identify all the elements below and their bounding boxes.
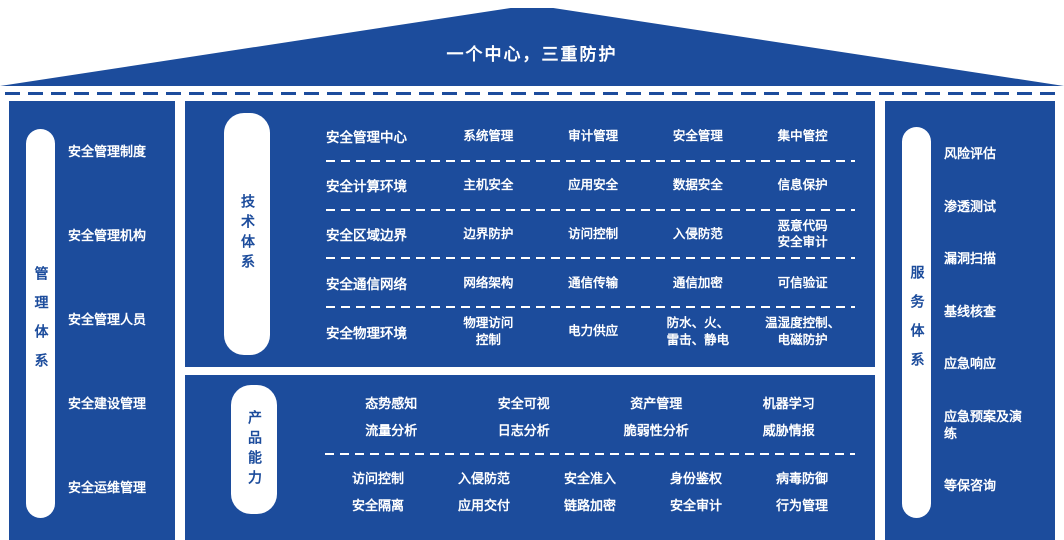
tech-item: 集中管控 — [777, 128, 828, 144]
product-item: 脆弱性分析 — [623, 424, 689, 440]
product-capability-pill: 产品能力 — [231, 385, 277, 514]
security-architecture-diagram: 一个中心，三重防护 管理体系 安全管理制度 安全管理机构 安全管理人员 安全建设… — [0, 8, 1064, 540]
technical-system-pill: 技术体系 — [224, 113, 270, 355]
technical-system-panel: 技术体系 安全管理中心 系统管理 审计管理 安全管理 集中管控 — [185, 101, 875, 367]
middle-column: 技术体系 安全管理中心 系统管理 审计管理 安全管理 集中管控 — [185, 101, 875, 540]
management-system-label: 管理体系 — [32, 265, 49, 382]
product-item: 机器学习 — [762, 397, 815, 412]
service-item: 等保咨询 — [944, 479, 997, 495]
tech-item: 系统管理 — [463, 128, 514, 144]
product-item: 安全审计 — [669, 499, 722, 514]
product-row: 访问控制 入侵防范 安全准入 身份鉴权 病毒防御 — [325, 468, 855, 487]
management-item: 安全建设管理 — [68, 397, 147, 413]
management-item-list: 安全管理制度 安全管理机构 安全管理人员 安全建设管理 安全运维管理 — [68, 129, 165, 518]
tech-row-title: 安全通信网络 — [326, 276, 407, 293]
tech-row-title: 安全区域边界 — [326, 227, 407, 244]
tech-item: 通信传输 — [568, 274, 619, 290]
row-divider — [325, 452, 855, 455]
product-capability-label: 产品能力 — [246, 409, 262, 490]
product-row: 态势感知 安全可视 资产管理 机器学习 — [325, 393, 855, 412]
tech-item: 安全管理 — [672, 128, 723, 144]
product-item: 链路加密 — [563, 499, 616, 514]
tech-item: 访问控制 — [568, 225, 619, 241]
tech-item: 数据安全 — [672, 177, 723, 193]
product-item: 资产管理 — [630, 397, 683, 412]
tech-row-items: 物理访问 控制 电力供应 防水、火、 雷击、静电 温湿度控制、 电磁防护 — [436, 315, 855, 348]
product-item: 安全可视 — [497, 397, 550, 412]
service-system-pill: 服务体系 — [902, 127, 931, 518]
tech-item: 审计管理 — [568, 128, 619, 144]
product-capability-panel: 产品能力 态势感知 安全可视 资产管理 机器学习 流量分析 日志分析 脆弱性分析… — [185, 375, 875, 540]
product-item: 流量分析 — [365, 424, 418, 440]
product-row: 安全隔离 应用交付 链路加密 安全审计 行为管理 — [325, 495, 855, 514]
tech-item: 应用安全 — [568, 177, 619, 193]
tech-item: 网络架构 — [463, 274, 514, 290]
dashed-divider — [5, 92, 1059, 95]
product-item: 身份鉴权 — [669, 471, 722, 487]
row-divider — [326, 208, 855, 211]
product-item: 安全准入 — [563, 471, 616, 487]
service-system-label: 服务体系 — [908, 264, 925, 381]
management-system-pill: 管理体系 — [26, 129, 55, 518]
management-item: 安全管理制度 — [68, 145, 147, 160]
management-item: 安全管理机构 — [68, 229, 147, 245]
product-item: 入侵防范 — [457, 471, 510, 487]
tech-row-computing-env: 安全计算环境 主机安全 应用安全 数据安全 信息保护 — [326, 162, 855, 209]
management-item: 安全管理人员 — [68, 313, 147, 329]
service-item: 应急预案及演 练 — [944, 409, 1023, 442]
tech-row-title: 安全管理中心 — [326, 130, 407, 147]
tech-item: 边界防护 — [463, 225, 514, 241]
tech-item: 温湿度控制、 电磁防护 — [765, 315, 841, 347]
tech-row-communication-network: 安全通信网络 网络架构 通信传输 通信加密 可信验证 — [326, 259, 855, 306]
product-item: 病毒防御 — [775, 471, 828, 487]
tech-item: 恶意代码 安全审计 — [777, 217, 828, 249]
tech-item: 主机安全 — [463, 177, 514, 193]
tech-item: 物理访问 控制 — [463, 315, 514, 347]
product-item: 日志分析 — [497, 424, 550, 440]
service-system-panel: 服务体系 风险评估 渗透测试 漏洞扫描 基线核查 应急响应 应急预案及演 练 等… — [885, 101, 1055, 540]
product-item: 应用交付 — [457, 499, 510, 514]
diagram-body: 管理体系 安全管理制度 安全管理机构 安全管理人员 安全建设管理 安全运维管理 … — [0, 101, 1064, 540]
tech-row-physical-env: 安全物理环境 物理访问 控制 电力供应 防水、火、 雷击、静电 温湿度控制、 电… — [326, 308, 855, 355]
service-item: 漏洞扫描 — [944, 252, 997, 268]
product-item: 威胁情报 — [762, 424, 815, 440]
product-item: 访问控制 — [351, 471, 404, 487]
tech-row-items: 网络架构 通信传输 通信加密 可信验证 — [436, 275, 855, 291]
tech-row-items: 主机安全 应用安全 数据安全 信息保护 — [436, 177, 855, 193]
tech-row-items: 系统管理 审计管理 安全管理 集中管控 — [436, 128, 855, 144]
service-item: 应急响应 — [944, 357, 997, 373]
tech-row-area-boundary: 安全区域边界 边界防护 访问控制 入侵防范 恶意代码 安全审计 — [326, 211, 855, 258]
service-item-list: 风险评估 渗透测试 漏洞扫描 基线核查 应急响应 应急预案及演 练 等保咨询 — [944, 127, 1049, 518]
tech-item: 信息保护 — [777, 177, 828, 193]
row-divider — [326, 257, 855, 260]
row-divider — [326, 159, 855, 162]
tech-item: 入侵防范 — [672, 225, 723, 241]
technical-rows: 安全管理中心 系统管理 审计管理 安全管理 集中管控 安全计算环境 主机安全 — [326, 113, 855, 355]
tech-item: 通信加密 — [672, 274, 723, 290]
product-item: 安全隔离 — [351, 499, 404, 514]
row-divider — [326, 306, 855, 309]
service-item: 风险评估 — [944, 147, 997, 162]
service-item: 渗透测试 — [944, 199, 997, 215]
tech-row-title: 安全物理环境 — [326, 325, 407, 342]
product-row: 流量分析 日志分析 脆弱性分析 威胁情报 — [325, 420, 855, 439]
management-item: 安全运维管理 — [68, 481, 147, 497]
roof-banner: 一个中心，三重防护 — [0, 8, 1064, 86]
tech-item: 防水、火、 雷击、静电 — [666, 315, 730, 347]
product-item: 行为管理 — [775, 499, 828, 514]
tech-item: 可信验证 — [777, 274, 828, 290]
tech-row-title: 安全计算环境 — [326, 179, 407, 196]
technical-system-label: 技术体系 — [239, 194, 255, 274]
tech-item: 电力供应 — [568, 323, 619, 339]
tech-row-items: 边界防护 访问控制 入侵防范 恶意代码 安全审计 — [436, 218, 855, 251]
service-item: 基线核查 — [944, 304, 997, 320]
diagram-title: 一个中心，三重防护 — [446, 45, 618, 65]
product-item: 态势感知 — [365, 397, 418, 412]
product-rows: 态势感知 安全可视 资产管理 机器学习 流量分析 日志分析 脆弱性分析 威胁情报… — [325, 385, 855, 514]
tech-row-management-center: 安全管理中心 系统管理 审计管理 安全管理 集中管控 — [326, 113, 855, 160]
management-system-panel: 管理体系 安全管理制度 安全管理机构 安全管理人员 安全建设管理 安全运维管理 — [9, 101, 175, 540]
